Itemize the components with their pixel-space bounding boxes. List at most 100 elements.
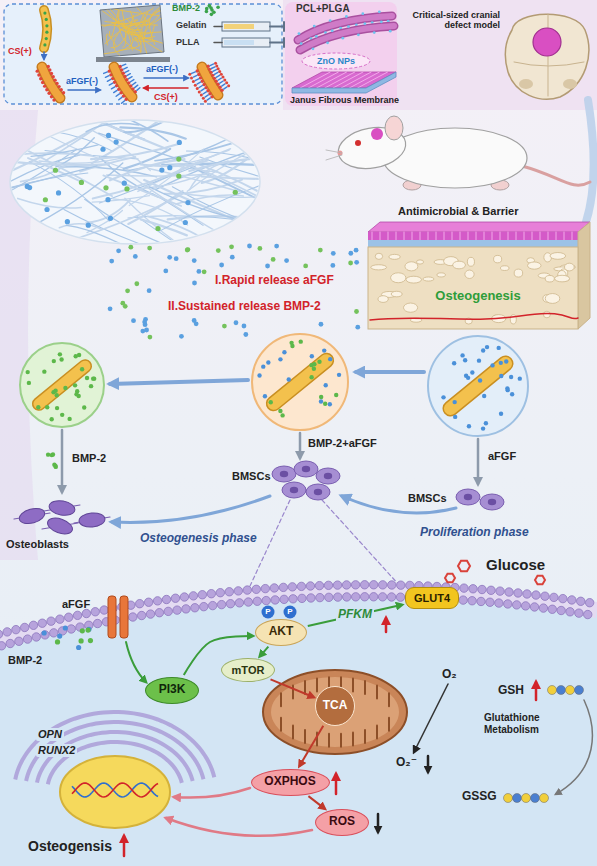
nanofiber: [31, 145, 98, 157]
bone-block: [368, 247, 578, 329]
bone-pore: [555, 275, 570, 282]
lipid-head: [513, 601, 521, 609]
bone-pore: [514, 269, 523, 277]
factor-dot: [27, 185, 32, 190]
osteoblast: [45, 515, 74, 537]
lipid-head: [360, 581, 368, 589]
lipid-head: [137, 611, 145, 619]
cell-body: [294, 461, 318, 477]
afgf-spike: [195, 79, 199, 81]
factor-dot: [484, 421, 488, 425]
afgf-spike: [109, 83, 113, 85]
chitosan-dot: [60, 88, 63, 91]
fiber-core: [114, 67, 132, 97]
lipid-head: [369, 581, 377, 589]
zno-particle: [329, 19, 332, 22]
afgf-spike: [203, 92, 206, 94]
lipid-head: [29, 621, 37, 629]
metabolite-label: GSSG: [462, 790, 497, 804]
cell-nucleus: [314, 489, 322, 495]
zno-particle: [363, 22, 366, 25]
released-factor: [284, 258, 289, 263]
nanofiber: [0, 153, 92, 158]
lipid-head: [0, 642, 6, 650]
afgf-spike: [201, 89, 204, 91]
lipid-head: [253, 597, 261, 605]
fiber-core: [451, 364, 506, 409]
phospho-label: P: [265, 607, 270, 616]
chitosan-dot: [220, 73, 223, 76]
cell-label: Osteoblasts: [6, 538, 69, 551]
lipid-head: [577, 597, 585, 605]
nanofiber: [86, 124, 139, 132]
factor-dot: [105, 197, 110, 202]
bone-pore: [378, 296, 388, 303]
factor-dot: [310, 354, 314, 358]
lipid-head: [216, 589, 224, 597]
osteoblast: [78, 512, 105, 528]
node-text: mTOR: [232, 664, 265, 677]
factor-dot: [25, 370, 29, 374]
released-factor: [108, 306, 113, 311]
bone-pore: [416, 260, 423, 264]
crista: [364, 730, 366, 743]
lipid-head: [23, 635, 31, 643]
lipid-head: [270, 584, 278, 592]
fabrication-illustration: [36, 4, 284, 103]
factor-dot: [319, 395, 323, 399]
bmp-dot: [43, 43, 46, 46]
lipid-head: [207, 589, 215, 597]
crista: [376, 725, 378, 738]
chitosan-dot: [41, 81, 44, 84]
phospho-site: [284, 606, 297, 619]
nanofiber: [187, 139, 281, 192]
process-arrow: [68, 89, 100, 91]
chitosan-dot: [52, 98, 55, 101]
lipid-head: [100, 606, 108, 614]
afgf-spike: [124, 67, 128, 69]
bone-pore: [391, 273, 406, 283]
lipid-head: [397, 581, 405, 589]
factor-dot: [453, 415, 457, 419]
factor-dot: [289, 341, 293, 345]
released-factor: [194, 321, 199, 326]
chitosan-dot: [53, 78, 56, 81]
factor-dot: [324, 383, 328, 387]
bone-pore: [453, 261, 466, 269]
lipid-head: [226, 600, 234, 608]
factor-dot: [56, 190, 61, 195]
crista: [364, 681, 366, 694]
released-factor: [196, 269, 201, 274]
released-factor: [348, 261, 353, 266]
chitosan-dot: [43, 84, 46, 87]
spun-fiber: [105, 22, 145, 43]
rat-illustration: [326, 116, 590, 190]
membrane-stripe: [524, 232, 525, 240]
factor-dot: [55, 393, 59, 397]
factor-dot: [312, 362, 316, 366]
membrane-stripe: [396, 232, 397, 240]
fiber-outline: [451, 364, 506, 409]
sphere: [428, 336, 528, 436]
phase-label: Osteogenesis phase: [140, 532, 257, 546]
pathway-node: mTOR: [221, 658, 275, 682]
lipid-head: [557, 606, 565, 614]
chitosan-dot: [204, 100, 207, 103]
membrane-stripe: [428, 232, 429, 240]
nanofiber: [129, 149, 203, 205]
chitosan-dot: [196, 87, 199, 90]
lipid-head: [568, 596, 576, 604]
spun-fiber: [145, 12, 162, 25]
afgf-spike: [107, 79, 111, 81]
syringe-fluid: [224, 24, 254, 29]
chitosan-dot: [109, 73, 112, 76]
chitosan-dot: [223, 78, 226, 81]
released-factor: [257, 246, 262, 251]
lipid-head: [496, 587, 504, 595]
factor-dot: [55, 406, 59, 410]
trend-arrow: [377, 814, 380, 832]
nanofiber: [66, 225, 122, 244]
factor-dot: [506, 388, 510, 392]
lipid-head: [487, 586, 495, 594]
osteoblast: [48, 499, 76, 517]
